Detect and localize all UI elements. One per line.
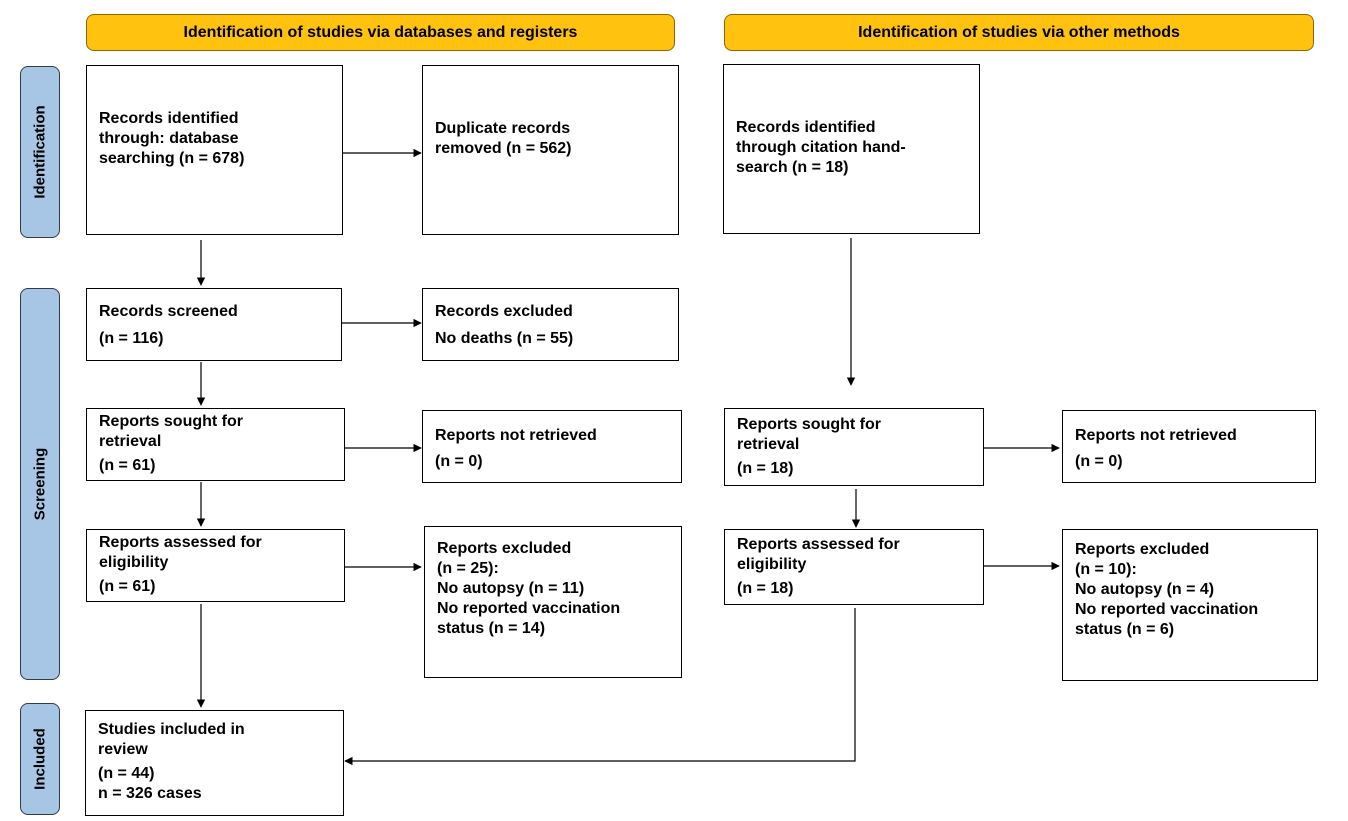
box-reports-not-retrieved-database: Reports not retrieved (n = 0) xyxy=(422,410,682,483)
arrow-other-assessed-to-included xyxy=(344,608,856,766)
box-reports-excluded-database: Reports excluded (n = 25): No autopsy (n… xyxy=(424,526,682,678)
box-duplicate-records-removed: Duplicate records removed (n = 562) xyxy=(422,65,679,235)
box-reports-sought-database: Reports sought for retrieval (n = 61) xyxy=(86,408,345,481)
phase-identification: Identification xyxy=(20,66,60,238)
box-reports-sought-other: Reports sought for retrieval (n = 18) xyxy=(724,408,984,486)
box-records-identified-handsearch: Records identified through citation hand… xyxy=(723,64,980,234)
header-databases-registers: Identification of studies via databases … xyxy=(86,14,675,51)
box-reports-assessed-database: Reports assessed for eligibility (n = 61… xyxy=(86,529,345,602)
box-records-excluded: Records excluded No deaths (n = 55) xyxy=(422,288,679,361)
header-other-methods: Identification of studies via other meth… xyxy=(724,14,1314,51)
box-records-identified-database: Records identified through: database sea… xyxy=(86,65,343,235)
box-records-screened: Records screened (n = 116) xyxy=(86,288,342,361)
header-other-methods-label: Identification of studies via other meth… xyxy=(858,23,1180,41)
header-databases-registers-label: Identification of studies via databases … xyxy=(183,23,578,41)
phase-screening: Screening xyxy=(20,288,60,680)
phase-included: Included xyxy=(20,703,60,815)
box-reports-not-retrieved-other: Reports not retrieved (n = 0) xyxy=(1062,410,1316,483)
box-reports-excluded-other: Reports excluded (n = 10): No autopsy (n… xyxy=(1062,529,1318,681)
box-studies-included: Studies included in review (n = 44) n = … xyxy=(85,710,344,816)
box-reports-assessed-other: Reports assessed for eligibility (n = 18… xyxy=(724,529,984,605)
